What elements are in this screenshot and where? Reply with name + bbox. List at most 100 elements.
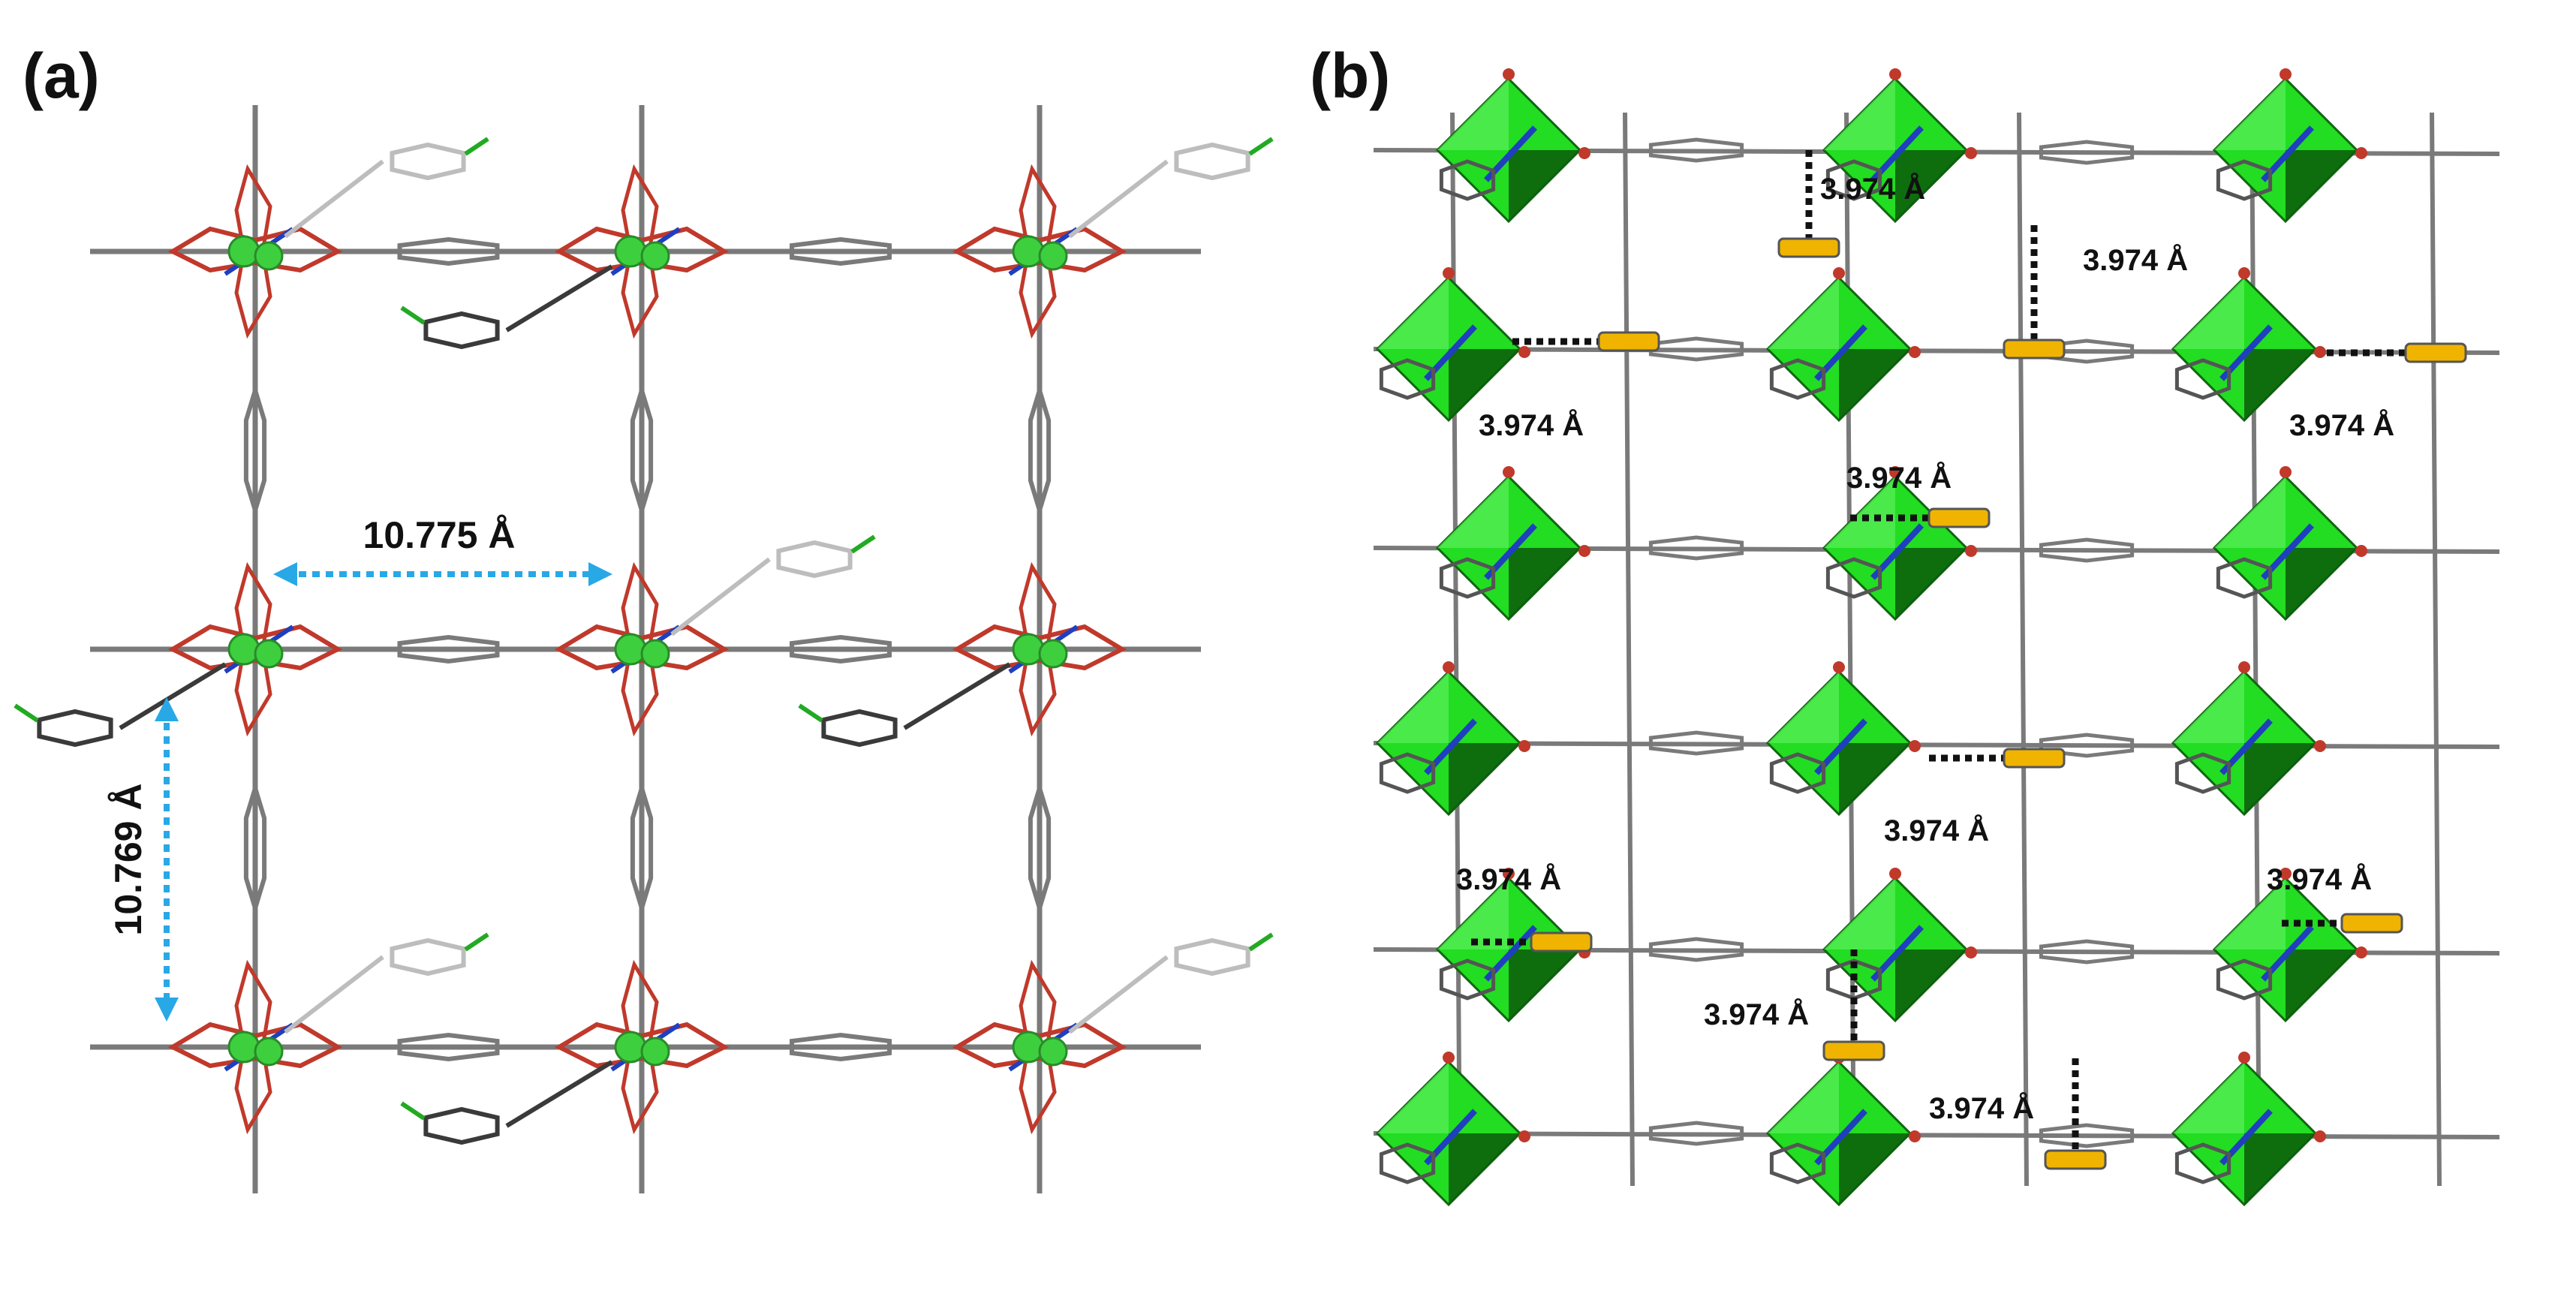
contact-distance-label: 3.974 Å (1884, 814, 1989, 847)
chlorine-bond (798, 703, 823, 723)
horizontal-distance-label: 10.775 Å (363, 514, 516, 556)
aromatic-ring (2039, 140, 2135, 165)
polyhedron-shadow-face (2244, 1133, 2316, 1205)
oxygen-atom (1443, 1052, 1455, 1064)
metal-center (227, 235, 260, 268)
metal-center (614, 633, 647, 666)
aromatic-ring (1439, 159, 1496, 201)
aromatic-ring (630, 382, 654, 519)
polyhedron-light-face (2214, 878, 2286, 949)
oxygen-atom (1833, 661, 1845, 673)
aromatic-ring (37, 709, 113, 748)
metal-center (1038, 1037, 1068, 1067)
aromatic-ring (1769, 1142, 1826, 1184)
linker-rod (1373, 741, 2500, 749)
panel-b-framework (1373, 112, 2500, 1187)
carboxylate-cage (554, 624, 730, 671)
metal-center (227, 1031, 260, 1064)
aromatic-ring (1825, 159, 1882, 201)
aromatic-ring (2174, 1142, 2231, 1184)
metal-center (254, 639, 284, 669)
oxygen-atom (1503, 68, 1515, 80)
vertical-distance-marker: 10.769 Å (107, 697, 179, 1022)
polyhedron-shadow-face (1509, 150, 1580, 221)
metal-center (640, 639, 670, 669)
vertical-distance-label: 10.769 Å (107, 784, 149, 936)
aromatic-ring (1648, 937, 1744, 962)
aromatic-ring (1379, 358, 1436, 400)
aromatic-ring (1769, 358, 1826, 400)
highlighted-ring (2044, 1149, 2107, 1170)
carboxylate-cage (621, 561, 659, 737)
metal-center (1038, 241, 1068, 271)
linker-rod (2017, 112, 2029, 1187)
aromatic-ring (1648, 730, 1744, 756)
carboxylate-cage (1019, 959, 1057, 1135)
metal-center (227, 633, 260, 666)
carboxylate-cage (234, 959, 272, 1135)
aromatic-ring (2216, 159, 2273, 201)
oxygen-atom (1833, 267, 1845, 279)
polyhedron-light-face (1824, 79, 1895, 150)
polyhedron-light-face (1768, 278, 1839, 349)
metal-center (614, 1031, 647, 1064)
polyhedron-shadow-face (2286, 949, 2357, 1021)
oxygen-atom (1889, 68, 1901, 80)
carboxylate-cage (234, 164, 272, 339)
aromatic-ring (1648, 137, 1744, 163)
oxygen-atom (1889, 868, 1901, 880)
pendant-arm (1068, 955, 1169, 1034)
aromatic-ring (1648, 1121, 1744, 1146)
aromatic-ring (397, 236, 500, 266)
polyhedron-shadow-face (1895, 548, 1967, 619)
contact-distance-label: 3.974 Å (1929, 1091, 2034, 1125)
polyhedron-shadow-face (1839, 743, 1910, 814)
carboxylate-cage (621, 959, 659, 1135)
aromatic-ring (2216, 958, 2273, 1001)
carboxylate-cage (1019, 561, 1057, 737)
chlorine-bond (400, 1101, 426, 1121)
carboxylate-cage (952, 226, 1127, 273)
aromatic-ring (1648, 535, 1744, 561)
metal-center (1012, 633, 1045, 666)
aromatic-ring (776, 540, 853, 579)
oxygen-atom (1889, 466, 1901, 478)
oxygen-atom (1518, 346, 1530, 358)
oxygen-atom (2280, 466, 2292, 478)
aromatic-ring (423, 311, 500, 350)
contact-distance-label: 3.974 Å (1704, 998, 1809, 1031)
polyhedron-light-face (1824, 878, 1895, 949)
highlighted-ring (1530, 931, 1593, 952)
polyhedron-light-face (1768, 1062, 1839, 1133)
polyhedron-shadow-face (1895, 949, 1967, 1021)
aromatic-ring (1825, 557, 1882, 599)
aromatic-ring (1028, 780, 1052, 916)
aromatic-ring (243, 382, 267, 519)
carboxylate-cage (952, 1022, 1127, 1069)
chlorine-bond (850, 534, 876, 554)
aromatic-ring (630, 780, 654, 916)
oxygen-atom (2355, 545, 2367, 557)
chlorine-bond (1248, 932, 1274, 952)
aromatic-ring (397, 634, 500, 664)
linker-rod (1373, 1131, 2500, 1139)
oxygen-atom (2314, 1130, 2326, 1142)
oxygen-atom (1443, 267, 1455, 279)
highlighted-ring (2003, 339, 2066, 360)
polyhedron-shadow-face (2286, 548, 2357, 619)
polyhedron-shadow-face (1449, 743, 1520, 814)
polyhedron-light-face (1437, 878, 1509, 949)
metal-center (1012, 235, 1045, 268)
polyhedron-shadow-face (2244, 743, 2316, 814)
polyhedron-shadow-face (1449, 1133, 1520, 1205)
polyhedron-shadow-face (2244, 349, 2316, 420)
oxygen-atom (2238, 661, 2250, 673)
aromatic-ring (2174, 752, 2231, 794)
aromatic-ring (397, 1032, 500, 1062)
polyhedron-shadow-face (1509, 949, 1580, 1021)
linker-rod (2249, 112, 2262, 1187)
aromatic-ring (2216, 557, 2273, 599)
